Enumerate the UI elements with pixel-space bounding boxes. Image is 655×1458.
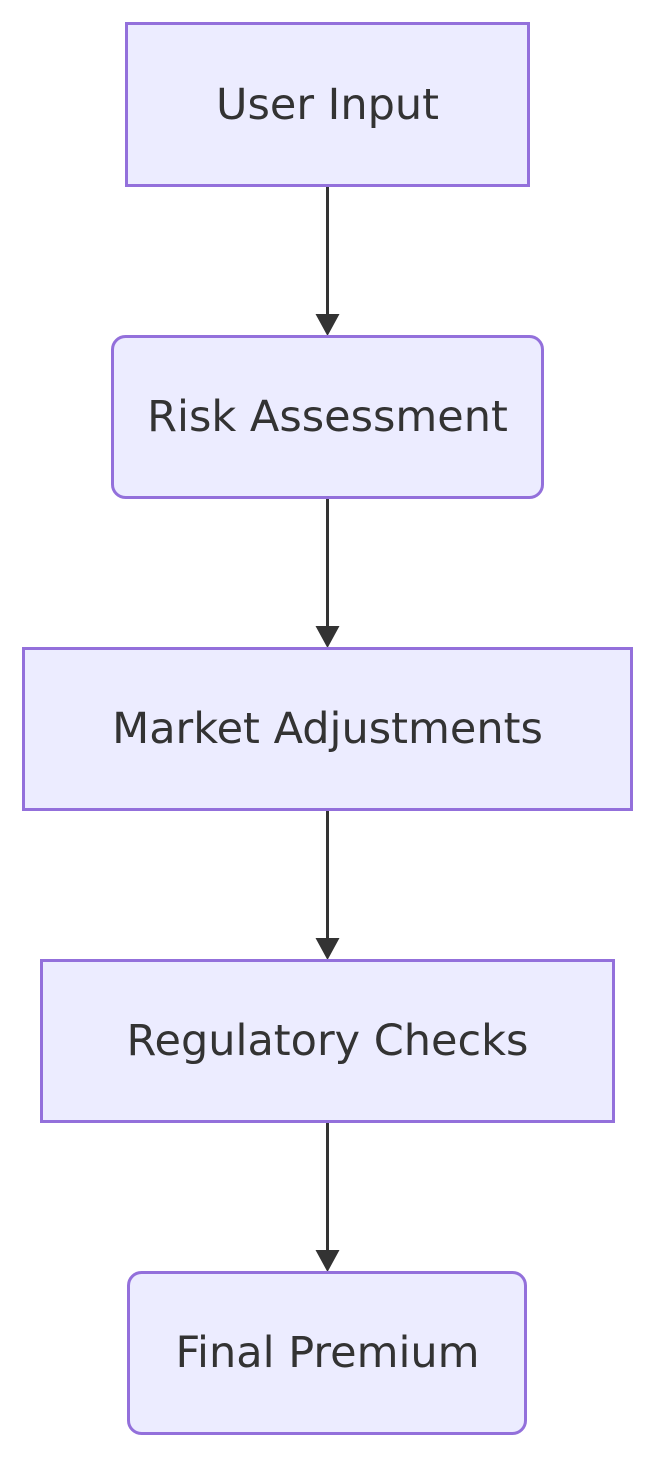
node-box [125,22,530,187]
edge-risk-assessment-to-market-adjustments [315,498,340,648]
node-box [40,959,615,1123]
node-market-adjustments: Market Adjustments [22,647,633,811]
edge-regulatory-checks-to-final-premium [315,1122,340,1272]
node-box [127,1271,527,1435]
node-regulatory-checks: Regulatory Checks [40,959,615,1123]
arrowhead-icon [315,314,340,336]
arrowhead-icon [315,626,340,648]
node-label: Regulatory Checks [127,1016,529,1066]
node-final-premium: Final Premium [127,1271,527,1435]
arrowhead-icon [315,1250,340,1272]
arrowhead-icon [315,938,340,960]
edge-user-input-to-risk-assessment [315,186,340,336]
node-label: Market Adjustments [112,704,543,754]
edge-market-adjustments-to-regulatory-checks [315,810,340,960]
node-risk-assessment: Risk Assessment [111,335,544,499]
node-user-input: User Input [125,22,530,187]
node-label: User Input [216,80,439,130]
node-label: Final Premium [175,1328,479,1378]
node-label: Risk Assessment [147,392,508,442]
node-box [22,647,633,811]
node-box [111,335,544,499]
